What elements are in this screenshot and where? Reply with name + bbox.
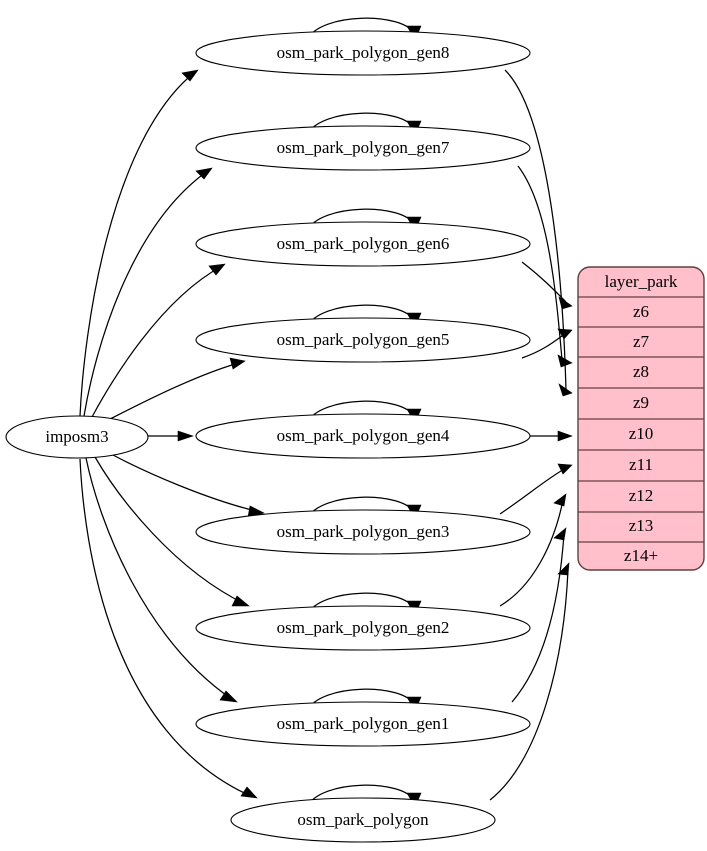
node-gen4[interactable]: osm_park_polygon_gen4: [195, 413, 531, 459]
layer-park-row-z13[interactable]: z13: [629, 516, 654, 535]
layer-park-row-z7[interactable]: z7: [633, 332, 650, 351]
edge-gen7-to-z8: [517, 165, 563, 361]
layer-park-row-z11[interactable]: z11: [629, 455, 653, 474]
edge-base-to-z14plus: [489, 569, 569, 801]
edges-imposm3-to-nodes: [79, 69, 265, 799]
node-gen5-shape[interactable]: [195, 317, 531, 363]
edge-imposm3-to-gen1: [85, 457, 234, 701]
layer-park-row-z14plus[interactable]: z14+: [624, 546, 658, 565]
arrowhead-base: [240, 786, 258, 799]
layer-park-row-z12[interactable]: z12: [629, 486, 654, 505]
layer-park-row-z8[interactable]: z8: [633, 362, 649, 381]
node-gen6[interactable]: osm_park_polygon_gen6: [195, 221, 531, 267]
arrowhead-z12: [553, 493, 567, 507]
layer-park-header-label: layer_park: [605, 272, 678, 291]
edge-imposm3-to-gen6: [91, 265, 223, 418]
arrowhead-gen8: [181, 69, 199, 82]
arrowhead-gen6: [208, 263, 226, 276]
edge-gen1-to-z13: [511, 533, 565, 703]
arrowhead-z13: [553, 527, 567, 541]
node-gen8-shape[interactable]: [195, 30, 531, 76]
node-imposm3[interactable]: imposm3: [5, 415, 149, 459]
arrowhead-gen4: [177, 430, 194, 442]
node-gen5-label: osm_park_polygon_gen5: [277, 330, 450, 349]
arrowhead-z6: [558, 296, 573, 310]
edge-imposm3-to-gen8: [79, 71, 196, 417]
node-gen3-label: osm_park_polygon_gen3: [277, 522, 450, 541]
node-gen5[interactable]: osm_park_polygon_gen5: [195, 317, 531, 363]
arrowhead-z9: [558, 383, 573, 397]
node-base[interactable]: osm_park_polygon: [230, 797, 496, 843]
node-gen2[interactable]: osm_park_polygon_gen2: [195, 605, 531, 651]
arrowhead-gen7: [195, 167, 213, 180]
node-gen3[interactable]: osm_park_polygon_gen3: [195, 509, 531, 555]
arrowhead-z7: [557, 328, 573, 340]
edge-imposm3-to-gen7: [83, 169, 210, 417]
node-gen4-label: osm_park_polygon_gen4: [277, 426, 450, 445]
layer-park-row-z6[interactable]: z6: [633, 302, 649, 321]
node-gen7-label: osm_park_polygon_gen7: [277, 138, 450, 157]
edge-imposm3-to-base: [79, 458, 254, 798]
layer-park-row-z10[interactable]: z10: [629, 424, 654, 443]
node-gen8[interactable]: osm_park_polygon_gen8: [195, 30, 531, 76]
arrowhead-z11: [557, 463, 573, 475]
edge-gen2-to-z12: [499, 499, 564, 607]
node-gen6-label: osm_park_polygon_gen6: [277, 234, 450, 253]
arrowhead-gen1: [219, 690, 238, 703]
edges-nodes-to-layer-table: [489, 69, 573, 801]
node-base-shape[interactable]: [230, 797, 496, 843]
node-gen2-shape[interactable]: [195, 605, 531, 651]
layer-park-table[interactable]: layer_park z6 z7 z8 z9 z10 z11 z12 z13 z…: [577, 266, 705, 571]
arrowhead-gen5: [229, 357, 246, 370]
layer-park-row-z9[interactable]: z9: [633, 393, 649, 412]
node-gen7[interactable]: osm_park_polygon_gen7: [195, 125, 531, 171]
node-gen4-shape[interactable]: [195, 413, 531, 459]
arrowhead-z8: [557, 354, 573, 368]
arrowhead-z10: [557, 430, 573, 442]
edge-gen6-to-z6: [521, 261, 567, 303]
node-base-label: osm_park_polygon: [297, 810, 429, 829]
node-imposm3-label: imposm3: [45, 427, 108, 446]
node-gen2-label: osm_park_polygon_gen2: [277, 618, 450, 637]
edge-imposm3-to-gen2: [94, 456, 246, 605]
edge-gen3-to-z11: [499, 467, 567, 515]
edge-imposm3-to-gen3: [112, 454, 261, 513]
node-gen3-shape[interactable]: [195, 509, 531, 555]
arrowhead-z14plus: [557, 562, 570, 576]
node-imposm3-shape[interactable]: [5, 415, 149, 459]
edge-imposm3-to-gen5: [107, 361, 243, 421]
arrowhead-gen2: [231, 595, 250, 607]
node-gen8-label: osm_park_polygon_gen8: [277, 43, 450, 62]
node-gen1-shape[interactable]: [195, 701, 531, 747]
node-gen7-shape[interactable]: [195, 125, 531, 171]
node-gen6-shape[interactable]: [195, 221, 531, 267]
node-gen1-label: osm_park_polygon_gen1: [277, 714, 450, 733]
node-gen1[interactable]: osm_park_polygon_gen1: [195, 701, 531, 747]
